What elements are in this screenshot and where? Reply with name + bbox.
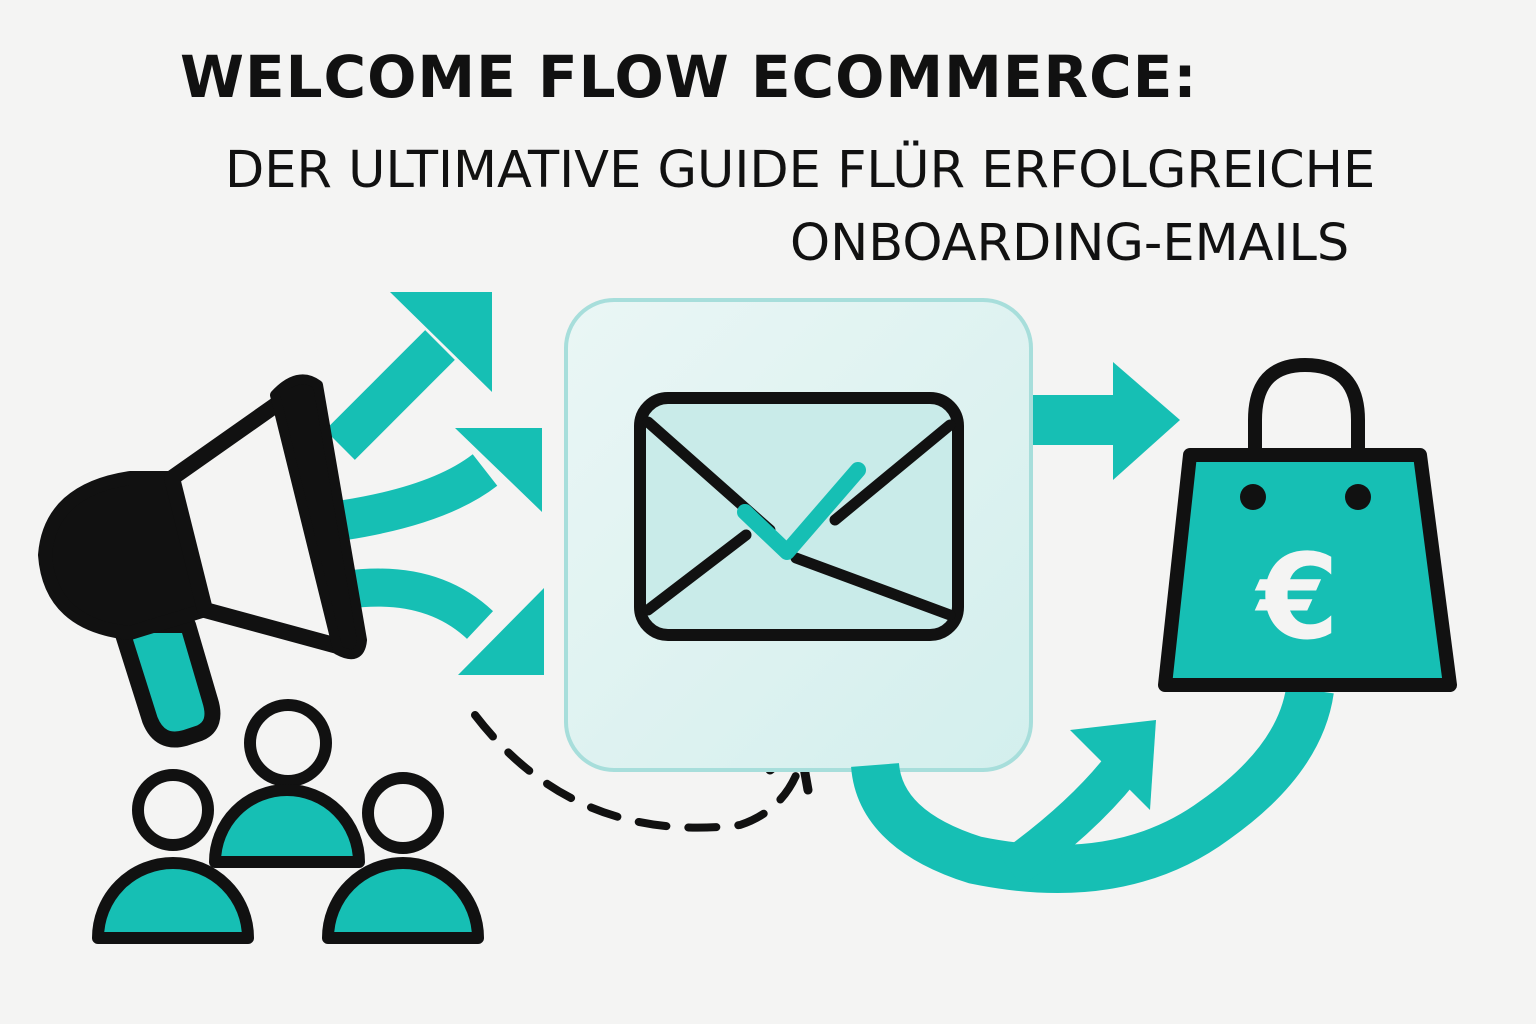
shopping-bag-icon: €	[1158, 357, 1457, 692]
arrow-up-right-icon	[325, 292, 492, 460]
loop-arrow-icon	[851, 685, 1334, 893]
arrow-right-curved-icon	[341, 428, 542, 540]
broadcast-arrows	[325, 292, 544, 675]
arrow-to-bag-icon	[1033, 362, 1180, 480]
email-envelope-icon	[634, 392, 964, 641]
euro-icon: €	[1254, 528, 1339, 666]
audience-group-icon	[92, 699, 484, 944]
arrow-right-lower-icon	[342, 568, 544, 675]
checkmark-icon	[737, 462, 866, 560]
megaphone-icon	[38, 374, 367, 748]
subtitle-line-1: DER ULTIMATIVE GUIDE FLÜR ERFOLGREICHE	[225, 141, 1376, 200]
subtitle-line-2: ONBOARDING-EMAILS	[790, 214, 1350, 273]
page-title: WELCOME FLOW ECOMMERCE:	[180, 43, 1198, 111]
